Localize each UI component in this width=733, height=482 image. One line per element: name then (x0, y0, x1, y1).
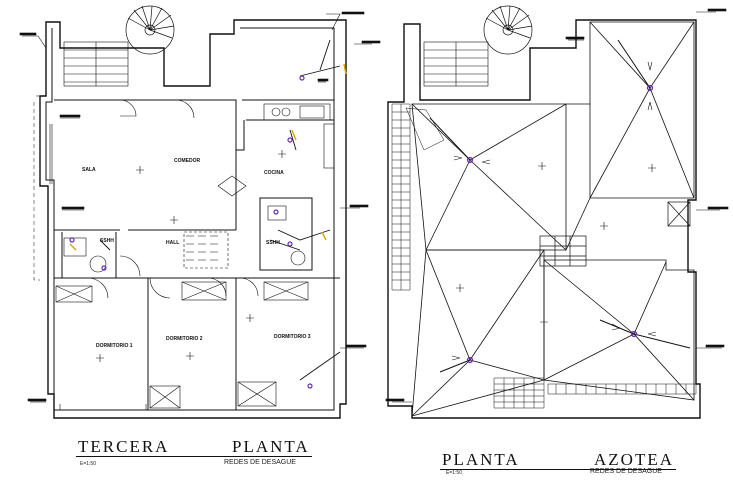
callouts (19, 11, 381, 403)
roof-drain-pipes (429, 39, 691, 373)
roof-crosses (456, 162, 656, 326)
fixtures (55, 103, 335, 409)
parapet-blocks (391, 103, 697, 409)
room-label-sala: SALA (82, 167, 96, 173)
spiral-staircase (125, 5, 175, 55)
right-title-word-1: PLANTA (442, 450, 520, 469)
fixture-markers (69, 75, 313, 389)
skylight-grid (539, 201, 691, 267)
room-label-sshh-1: SSHH (100, 238, 114, 244)
left-scale: E=1:50 (80, 461, 96, 467)
planta-azotea-plan (385, 5, 729, 419)
left-title-word-1: TERCERA (78, 437, 170, 456)
right-title-underline (440, 469, 676, 470)
dashed-perimeter (33, 95, 40, 281)
azotea-spiral-staircase (483, 5, 533, 55)
room-label-sshh-2: SSHH (266, 240, 280, 246)
drainage-pipes (99, 39, 341, 381)
roof-slopes (411, 21, 695, 417)
left-title-word-2: PLANTA (232, 437, 310, 456)
roof-drain-markers (466, 84, 654, 364)
roof-callouts (385, 8, 729, 403)
left-title-underline (76, 456, 312, 457)
light-points (96, 150, 286, 362)
room-label-comedor: COMEDOR (174, 158, 201, 164)
room-label-hall: HALL (166, 240, 180, 246)
right-subtitle: REDES DE DESAGUE (590, 468, 662, 475)
interior-walls (54, 99, 340, 410)
windows (49, 124, 147, 410)
azotea-straight-stair (423, 41, 489, 87)
right-title-word-2: AZOTEA (594, 450, 674, 469)
room-label-cocina: COCINA (264, 170, 284, 176)
room-label-dormitorio-2: DORMITORIO 2 (166, 336, 203, 342)
roof-drain-arrows (451, 61, 657, 361)
tercera-planta-plan (19, 5, 381, 419)
left-subtitle: REDES DE DESAGUE (224, 459, 296, 466)
straight-stair (63, 41, 129, 87)
azotea-outer-walls (387, 19, 701, 419)
door-swings (87, 99, 259, 299)
right-scale: E=1:50 (446, 470, 462, 476)
room-label-dormitorio-1: DORMITORIO 1 (96, 343, 133, 349)
room-label-dormitorio-3: DORMITORIO 3 (274, 334, 311, 340)
drain-markers (69, 63, 347, 251)
